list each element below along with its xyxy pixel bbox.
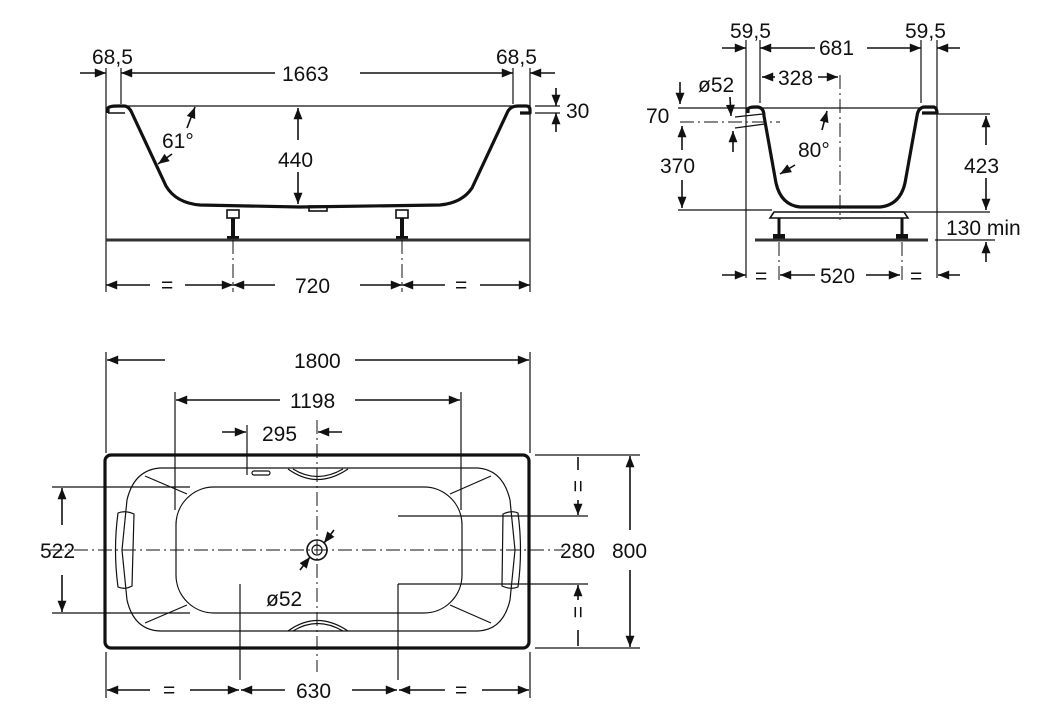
basin-inner-width-dimension: 280 <box>560 540 595 563</box>
basin-width-dimension: 522 <box>40 540 75 563</box>
depth-dimension: 440 <box>278 149 313 172</box>
equal-right: = <box>455 679 467 702</box>
inner-width-dimension: 681 <box>819 37 854 60</box>
left-headrest <box>114 511 135 589</box>
equal-left: = <box>755 265 767 288</box>
rim-height-dimension: 30 <box>566 100 589 123</box>
rim-left-dimension: 59,5 <box>730 20 771 43</box>
drain-diameter-label: ø52 <box>266 588 302 611</box>
equal-top: = <box>566 480 589 492</box>
overflow-offset-dimension: 295 <box>262 423 297 446</box>
leg-spacing-dimension: 520 <box>820 265 855 288</box>
plan-view: 1800 1198 295 ø52 522 <box>40 350 647 703</box>
inner-length-dimension: 1663 <box>282 63 329 86</box>
overflow-diameter-label: ø52 <box>698 74 734 97</box>
overflow-slot <box>251 470 271 476</box>
leg <box>226 209 240 240</box>
rim-right-dimension: 59,5 <box>905 20 946 43</box>
overflow-offset-dimension: 328 <box>778 67 813 90</box>
grip-handle-bottom <box>287 620 349 632</box>
leg-spacing-dimension: 720 <box>295 275 330 298</box>
leg-spacing-dimension: 630 <box>296 680 331 703</box>
end-elevation: 59,5 681 59,5 328 ø52 70 370 80° 423 130… <box>646 20 1021 288</box>
min-clearance-dimension: 130 min <box>946 217 1021 240</box>
equal-left: = <box>163 679 175 702</box>
basin-length-dimension: 1198 <box>290 390 335 413</box>
wall-angle-label: 80° <box>798 139 830 162</box>
overflow-drop-dimension: 70 <box>646 105 669 128</box>
equal-right: = <box>910 265 922 288</box>
rim-right-dimension: 68,5 <box>496 46 537 69</box>
rim-left-dimension: 68,5 <box>92 46 133 69</box>
leg <box>395 209 409 240</box>
equal-right: = <box>455 274 467 297</box>
grip-handle-top <box>287 468 349 480</box>
equal-bottom: = <box>566 606 589 618</box>
side-elevation: 68,5 1663 68,5 30 61° 440 = 720 <box>80 46 589 298</box>
depth-dimension: 423 <box>964 155 999 178</box>
overall-width-dimension: 800 <box>612 540 647 563</box>
equal-left: = <box>161 274 173 297</box>
overall-length-dimension: 1800 <box>294 350 341 373</box>
overflow-height-dimension: 370 <box>660 155 695 178</box>
wall-angle-label: 61° <box>162 130 194 153</box>
right-headrest <box>501 511 522 589</box>
